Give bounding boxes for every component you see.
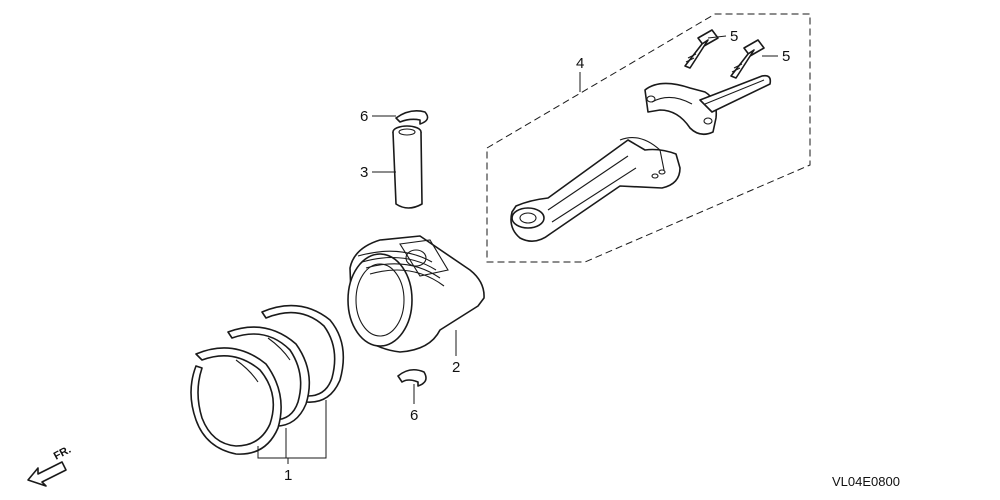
direction-label: FR. [52,444,73,463]
pin-clip-upper[interactable] [395,110,429,125]
bolt-upper[interactable] [684,29,719,69]
callout-bolt-upper: 5 [730,28,738,45]
piston-ring-set[interactable] [190,304,345,455]
callout-bolt-lower: 5 [782,48,790,65]
callout-piston-pin: 3 [360,164,368,181]
bolt-lower[interactable] [730,39,765,79]
callout-piston-ring-set: 1 [284,467,292,484]
pin-clip-lower[interactable] [397,368,427,387]
leader-lines [257,35,778,464]
piston[interactable] [347,235,485,353]
piston-pin[interactable] [392,125,423,209]
connecting-rod-group-outline [486,13,811,263]
callout-pin-clip-upper: 6 [360,108,368,125]
callout-connecting-rod: 4 [576,55,584,72]
callout-pin-clip-lower: 6 [410,407,418,424]
callout-piston: 2 [452,359,460,376]
connecting-rod-cap[interactable] [644,74,772,136]
front-direction-arrow-icon [27,461,67,487]
diagram-code: VL04E0800 [832,474,900,489]
connecting-rod[interactable] [510,137,681,242]
